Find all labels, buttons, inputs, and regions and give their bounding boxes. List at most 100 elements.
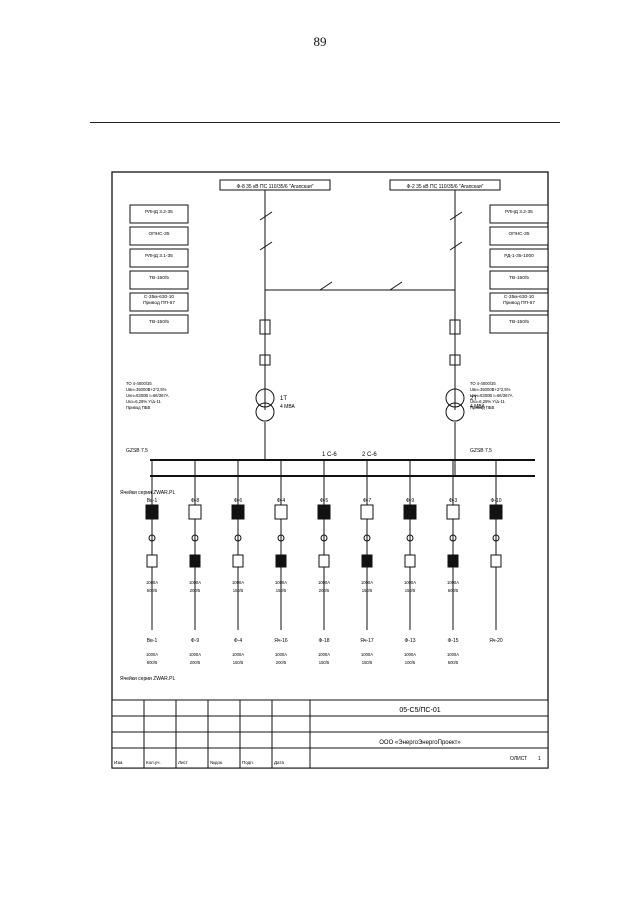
cell-ct [492,534,500,542]
cell-name-bottom: Ф-18 [318,638,329,644]
equipment-box [129,248,189,268]
cell-ct-ratio: 600/5 [147,588,158,593]
equipment-box [489,248,549,268]
transformer-note-line: Uвн=35000В+2*2,5% [470,387,511,392]
cell-breaker [146,554,158,568]
cell-breaker [275,554,287,568]
equipment-label: Привод ПП-67 [503,300,535,306]
cell-current: 1000А [275,580,287,585]
equipment-box [489,292,549,312]
stamp-sheet-label: ОЛИСТ [510,756,527,762]
cell-current-bottom: 1000А [318,652,330,657]
cell-ct-ratio: 150/5 [233,588,244,593]
cell-name-bottom: Яч-16 [274,638,288,644]
cell-name-top: Ф-5 [320,498,328,504]
cell-current: 1000А [146,580,158,585]
cell-breaker [447,554,459,568]
transformer-note-line: Uвн=35000В+2*2,5% [126,387,167,392]
equipment-label: ТВ-150/5 [149,275,169,281]
cell-name-bottom: Ф-9 [191,638,199,644]
cell-name-top: Ф-3 [449,498,457,504]
switchgear-cells: Вв-1Вв-11000А600/51000А600/5Ф-8Ф-91000А2… [145,460,503,665]
transformer-1t: 1Т 4 МВА [255,388,296,422]
equipment-box [489,314,549,334]
cell-ct [320,534,328,542]
equipment-label: РД-1-35-1000 [504,253,534,259]
cell-name-bottom: Вв-1 [147,638,158,644]
feeder-title-left: Ф-8 35 кВ ПС 110/35/6 "Агапская" [219,179,331,191]
cell-name-top: Ф-6 [234,498,242,504]
cell-breaker [361,554,373,568]
feeder-title-left-text: Ф-8 35 кВ ПС 110/35/6 "Агапская" [237,184,314,190]
revision-header: Изм. [114,760,124,765]
cell-ct-ratio-bottom: 150/5 [362,660,373,665]
transformer-note-line: Uкз=6,28% Y/Δ-11 [470,399,505,404]
cell-breaker [274,504,288,520]
equipment-label: С-35м-630-10 [504,294,535,300]
transformer-note-line: Привод ПБВ [126,405,150,410]
transformer-note-line: Привод ПБВ [470,405,494,410]
revision-header: Лист [178,760,188,765]
cell-current-bottom: 1000А [189,652,201,657]
equipment-label: ТВ-150/5 [149,319,169,325]
transformer-note-line: Uнн=6300В I=66/367А [470,393,513,398]
cell-name-top: Ф-4 [277,498,285,504]
cell-current: 1000А [189,580,201,585]
bus1-label: 1 С-6 [322,452,337,458]
transformer-2t-power: 4 МВА [470,404,486,410]
series-top: Ячейки серии ZWAR.PL [120,489,175,496]
equipment-label: Привод ПП-67 [143,300,175,306]
revision-header: Кол.уч. [146,760,161,765]
cell-name-top: Ф-7 [363,498,371,504]
cell-name-bottom: Яч-20 [489,638,503,644]
cell-current-bottom: 1000А [404,652,416,657]
cell-breaker [360,504,374,520]
cell-ct-ratio: 600/5 [448,588,459,593]
cell-breaker [232,554,244,568]
cell-ct-ratio-bottom: 200/5 [190,660,201,665]
cell-current-bottom: 1000А [361,652,373,657]
cell-breaker [231,504,245,520]
cell-breaker [489,504,503,520]
cell-current: 1000А [361,580,373,585]
equipment-box [489,204,549,224]
equipment-box [489,270,549,290]
equipment-box [129,292,189,312]
cell-ct-ratio: 200/5 [190,588,201,593]
cell-current-bottom: 1000А [146,652,158,657]
equipment-label: ТВ-150/5 [509,275,529,281]
cell-ct-ratio-bottom: 150/5 [233,660,244,665]
equipment-box [129,204,189,224]
cell-ct [406,534,414,542]
cell-name-top: Ф-10 [490,498,501,504]
equipment-label: С-35м-630-10 [144,294,175,300]
cell-current-bottom: 1000А [447,652,459,657]
cell-current-bottom: 1000А [275,652,287,657]
cell-breaker [317,504,331,520]
equipment-label: ОПНС-35 [148,231,169,237]
transformer-2t: 2Т 4 МВА [445,388,486,422]
transformer-note-line: Uнн=6300В I=66/367А [126,393,169,398]
header-rule [90,122,560,123]
cell-current: 1000А [404,580,416,585]
series-bottom: Ячейки серии ZWAR.PL [120,675,175,682]
cell-name-bottom: Яч-17 [360,638,374,644]
gzsb-left: GZSB 7.5 [126,448,148,454]
stamp-sheet-number: 1 [538,756,541,762]
cell-breaker [446,504,460,520]
cell-breaker [145,504,159,520]
cell-name-top: Вв-1 [147,498,158,504]
gzsb-right: GZSB 7.5 [470,448,492,454]
cell-name-bottom: Ф-13 [404,638,415,644]
cell-ct-ratio: 150/5 [405,588,416,593]
cell-ct [363,534,371,542]
transformer-note-line: ТО 4-4000/35 [470,381,496,386]
schematic-sheet: Ф-8 35 кВ ПС 110/35/6 "Агапская" Ф-2 35 … [111,171,549,769]
cell-ct [449,534,457,542]
equipment-box [129,314,189,334]
equipment-label: РЛНД 3.1-35 [145,253,173,259]
transformer-note-line: Uкз=6,28% Y/Δ-11 [126,399,161,404]
